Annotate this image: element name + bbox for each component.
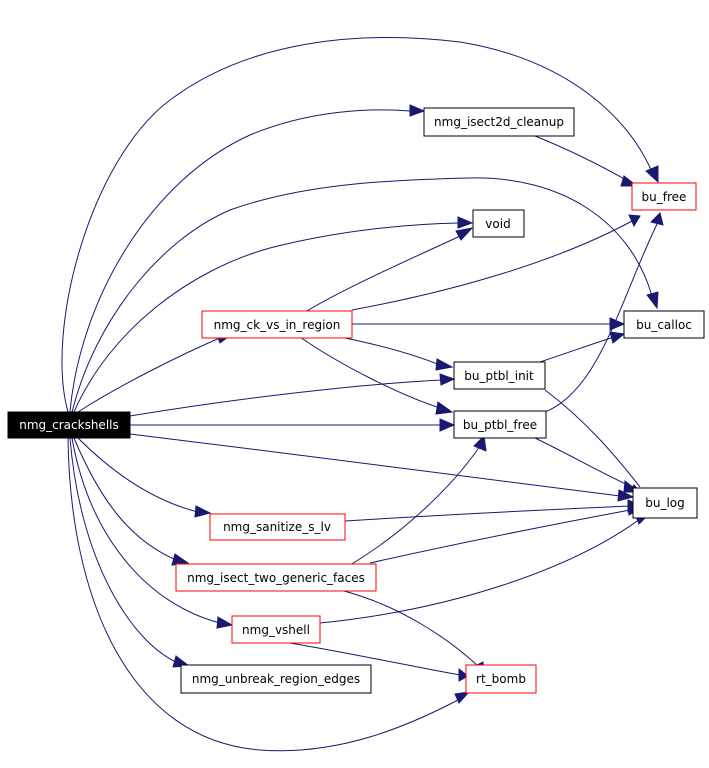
node-label: void <box>485 217 510 231</box>
edge-ck-vs-ptbl-free <box>299 336 441 409</box>
arrow-bu-free-4 <box>650 212 664 226</box>
node-label: bu_ptbl_init <box>464 369 534 383</box>
arrow-bu-free-3 <box>628 214 641 228</box>
arrow-rt-bomb-3 <box>458 667 469 682</box>
arrow-ptbl-free-3 <box>473 434 487 452</box>
edge-ptbl-free-bu-free <box>544 221 659 413</box>
edge-crackshells-sanitize <box>77 437 199 513</box>
edge-crackshells-bu-free <box>61 37 653 413</box>
edge-isect-two-ptbl-free <box>349 445 481 566</box>
edge-crackshells-isect2d-cleanup <box>69 109 411 413</box>
node-bu-free[interactable]: bu_free <box>631 182 697 211</box>
arrow-bu-calloc-2 <box>609 317 626 331</box>
edge-isect2d-bu-free <box>534 135 629 182</box>
arrow-rt-bomb-1 <box>454 691 471 704</box>
edge-vshell-log <box>319 518 641 624</box>
edge-crackshells-ck-vs <box>77 336 223 413</box>
node-label: rt_bomb <box>476 672 526 686</box>
edge-ck-vs-void <box>304 235 461 313</box>
edges <box>61 37 659 752</box>
edge-crackshells-vshell <box>71 437 221 624</box>
edge-crackshells-unbreak <box>69 437 177 663</box>
node-nmg-vshell[interactable]: nmg_vshell <box>231 615 321 644</box>
arrowheads <box>171 104 664 704</box>
node-label: nmg_isect2d_cleanup <box>434 115 564 129</box>
arrow-bu-calloc-1 <box>646 291 659 310</box>
node-label: bu_ptbl_free <box>463 418 537 432</box>
arrow-bu-free-1 <box>645 165 659 184</box>
node-label: nmg_crackshells <box>19 418 119 432</box>
edge-ck-vs-bu-free <box>351 220 633 311</box>
arrow-sanitize <box>194 505 212 518</box>
node-void[interactable]: void <box>472 209 525 238</box>
edge-isect-two-log <box>369 509 631 564</box>
node-label: bu_calloc <box>636 318 692 332</box>
node-rt-bomb[interactable]: rt_bomb <box>465 664 537 694</box>
node-label: nmg_sanitize_s_lv <box>223 520 331 534</box>
edge-sanitize-log <box>344 505 631 522</box>
node-nmg-unbreak-region-edges[interactable]: nmg_unbreak_region_edges <box>180 664 372 694</box>
arrow-ptbl-init-1 <box>439 373 456 386</box>
arrow-ptbl-init-2 <box>435 358 454 371</box>
node-label: nmg_vshell <box>242 623 310 637</box>
edge-crackshells-bu-calloc <box>71 177 653 413</box>
node-nmg-isect-two-generic-faces[interactable]: nmg_isect_two_generic_faces <box>175 563 377 592</box>
arrow-isect-two <box>171 553 190 566</box>
edge-ptbl-init-log <box>544 389 641 488</box>
node-label: bu_log <box>645 496 685 510</box>
nodes: nmg_crackshells nmg_isect2d_cleanup bu_f… <box>7 107 705 694</box>
arrow-ptbl-free-1 <box>439 418 456 432</box>
node-nmg-sanitize-s-lv[interactable]: nmg_sanitize_s_lv <box>209 513 346 541</box>
node-bu-calloc[interactable]: bu_calloc <box>623 310 705 339</box>
node-bu-ptbl-free[interactable]: bu_ptbl_free <box>453 410 547 439</box>
arrow-void-1 <box>457 216 474 229</box>
edge-crackshells-void <box>73 222 459 413</box>
edge-crackshells-ptbl-init <box>129 379 443 417</box>
node-nmg-ck-vs-in-region[interactable]: nmg_ck_vs_in_region <box>201 310 353 339</box>
arrow-isect2d <box>409 104 426 117</box>
node-label: bu_free <box>642 190 687 204</box>
node-nmg-crackshells[interactable]: nmg_crackshells <box>7 411 131 439</box>
edge-crackshells-isect-two <box>73 437 177 561</box>
node-label: nmg_ck_vs_in_region <box>214 318 341 332</box>
arrow-ptbl-free-2 <box>435 401 454 415</box>
node-label: nmg_isect_two_generic_faces <box>187 571 365 585</box>
node-nmg-isect2d-cleanup[interactable]: nmg_isect2d_cleanup <box>423 107 575 137</box>
arrow-bu-log-1 <box>617 489 635 502</box>
arrow-vshell <box>216 616 234 629</box>
edge-vshell-rt-bomb <box>289 642 461 676</box>
edge-ptbl-free-log <box>534 437 631 487</box>
arrow-void-2 <box>455 227 474 241</box>
edge-isect-two-rt-bomb <box>339 589 479 667</box>
edge-ptbl-init-calloc <box>539 336 615 363</box>
edge-crackshells-rt-bomb <box>67 437 459 752</box>
edge-crackshells-bu-log <box>129 433 621 497</box>
node-label: nmg_unbreak_region_edges <box>192 672 360 686</box>
node-bu-ptbl-init[interactable]: bu_ptbl_init <box>453 361 546 390</box>
edge-ck-vs-ptbl-init <box>339 336 441 366</box>
arrow-bu-calloc-3 <box>609 331 626 344</box>
node-bu-log[interactable]: bu_log <box>632 487 698 519</box>
